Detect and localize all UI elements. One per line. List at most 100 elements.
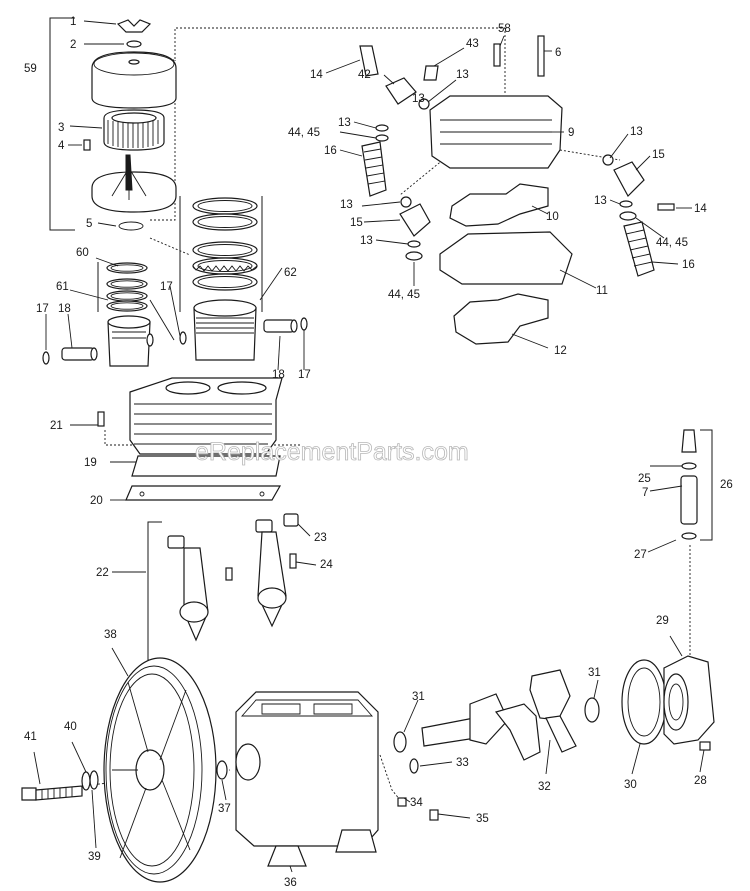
callout-58: 58 — [498, 23, 511, 35]
callout-21: 21 — [50, 420, 63, 432]
callout-13-g: 13 — [412, 93, 425, 105]
bolt-28 — [699, 741, 711, 751]
callout-17-c: 17 — [298, 369, 311, 381]
callout-6: 6 — [555, 47, 561, 59]
gasket-30 — [621, 659, 667, 745]
watermark-text: eReplacementParts.com — [195, 438, 469, 466]
bracket-59 — [49, 17, 75, 231]
piston-large — [193, 299, 257, 361]
seal-33 — [409, 758, 419, 774]
plug-35 — [429, 809, 439, 821]
crankshaft — [421, 669, 600, 761]
callout-31-a: 31 — [412, 691, 425, 703]
gasket-12 — [453, 293, 549, 345]
seal-37 — [216, 760, 228, 780]
callout-62: 62 — [284, 267, 297, 279]
callout-17-a: 17 — [36, 303, 49, 315]
breather-assembly — [680, 429, 698, 540]
callout-10: 10 — [546, 211, 559, 223]
callout-28: 28 — [694, 775, 707, 787]
manifold-15a — [399, 203, 431, 237]
callout-1: 1 — [70, 16, 76, 28]
callout-60: 60 — [76, 247, 89, 259]
callout-12: 12 — [554, 345, 567, 357]
bolt-14a — [359, 45, 379, 77]
callout-30: 30 — [624, 779, 637, 791]
callout-14-a: 14 — [310, 69, 323, 81]
callout-13-f: 13 — [594, 195, 607, 207]
callout-32: 32 — [538, 781, 551, 793]
callout-15-a: 15 — [350, 217, 363, 229]
callout-35: 35 — [476, 813, 489, 825]
callout-14-b: 14 — [694, 203, 707, 215]
callout-44-45-c: 44, 45 — [656, 237, 688, 249]
callout-13-c: 13 — [340, 199, 353, 211]
leader-lines — [33, 20, 705, 873]
cylinder-base — [131, 455, 281, 477]
callout-41: 41 — [24, 731, 37, 743]
callout-39: 39 — [88, 851, 101, 863]
bracket-22 — [147, 521, 162, 661]
callout-38: 38 — [104, 629, 117, 641]
unloader-42 — [385, 77, 417, 105]
flywheel — [21, 657, 217, 883]
callout-18-a: 18 — [58, 303, 71, 315]
hose-16b — [623, 221, 655, 277]
callout-33: 33 — [456, 757, 469, 769]
callout-5: 5 — [86, 218, 92, 230]
callout-22: 22 — [96, 567, 109, 579]
callout-16-a: 16 — [324, 145, 337, 157]
piston-rings-small — [106, 262, 148, 312]
callout-26: 26 — [720, 479, 733, 491]
callout-43: 43 — [466, 38, 479, 50]
callout-labels: 1 2 3 4 5 6 7 9 10 11 12 13 13 13 13 13 … — [24, 16, 733, 889]
callout-36: 36 — [284, 877, 297, 889]
bracket-62-group — [179, 196, 263, 312]
filter-cover — [91, 51, 177, 109]
piston-small-61 — [107, 315, 151, 367]
callout-31-b: 31 — [588, 667, 601, 679]
callout-20: 20 — [90, 495, 103, 507]
bolt-14b — [657, 203, 675, 211]
cylinder-block — [97, 377, 283, 501]
callout-27: 27 — [634, 549, 647, 561]
callout-13-e: 13 — [630, 126, 643, 138]
callout-4: 4 — [58, 140, 65, 152]
callout-13-a: 13 — [456, 69, 469, 81]
callout-44-45-b: 44, 45 — [388, 289, 420, 301]
callout-18-b: 18 — [272, 369, 285, 381]
plug-34 — [397, 797, 407, 807]
callout-42: 42 — [358, 69, 371, 81]
crankcase — [216, 691, 439, 867]
callout-61: 61 — [56, 281, 69, 293]
stud-58 — [493, 43, 501, 67]
piston-rings-large — [192, 197, 258, 291]
callout-44-45-a: 44, 45 — [288, 127, 320, 139]
manifold-15b — [613, 161, 645, 197]
callout-34: 34 — [410, 797, 423, 809]
air-filter-assembly — [83, 19, 177, 231]
bearing-31b — [584, 697, 600, 723]
callout-17-b: 17 — [160, 281, 173, 293]
bearing-23 — [283, 513, 299, 527]
washer-2 — [126, 40, 142, 48]
callout-13-d: 13 — [360, 235, 373, 247]
bolt-6 — [537, 35, 545, 77]
fitting-43 — [423, 65, 439, 81]
callout-29: 29 — [656, 615, 669, 627]
callout-11: 11 — [596, 285, 608, 297]
cylinder-head-assembly — [359, 35, 675, 345]
screw-4 — [83, 139, 91, 151]
bolt-24 — [289, 553, 297, 569]
callout-7: 7 — [642, 487, 648, 499]
callout-25: 25 — [638, 473, 651, 485]
valve-plate-11 — [439, 231, 573, 285]
callout-19: 19 — [84, 457, 97, 469]
callout-37: 37 — [218, 803, 231, 815]
callout-59: 59 — [24, 63, 37, 75]
connecting-rods — [167, 513, 299, 642]
wing-nut — [116, 19, 152, 33]
hose-16a — [361, 141, 387, 197]
